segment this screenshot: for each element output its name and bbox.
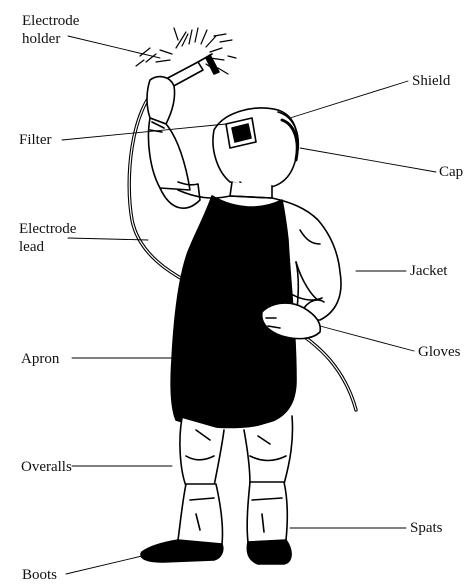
label-shield: Shield (412, 72, 450, 90)
label-apron: Apron (21, 350, 59, 368)
label-filter: Filter (19, 131, 52, 149)
filter-lens (232, 124, 251, 142)
raised-arm (147, 77, 200, 209)
label-electrode-lead-line1: Electrode (19, 220, 76, 238)
label-boots: Boots (22, 566, 57, 584)
label-gloves: Gloves (418, 343, 461, 361)
label-jacket: Jacket (410, 262, 447, 280)
sparks (136, 28, 236, 74)
label-spats: Spats (410, 519, 443, 537)
label-cap: Cap (439, 163, 463, 181)
label-electrode-lead: Electrode lead (19, 220, 76, 256)
label-electrode-holder: Electrode holder (22, 12, 79, 48)
boots (141, 540, 291, 564)
label-overalls: Overalls (21, 458, 72, 476)
label-electrode-holder-line1: Electrode (22, 12, 79, 30)
spats (178, 482, 287, 547)
label-electrode-lead-line2: lead (19, 238, 76, 256)
welding-shield (213, 108, 298, 189)
label-electrode-holder-line2: holder (22, 30, 79, 48)
